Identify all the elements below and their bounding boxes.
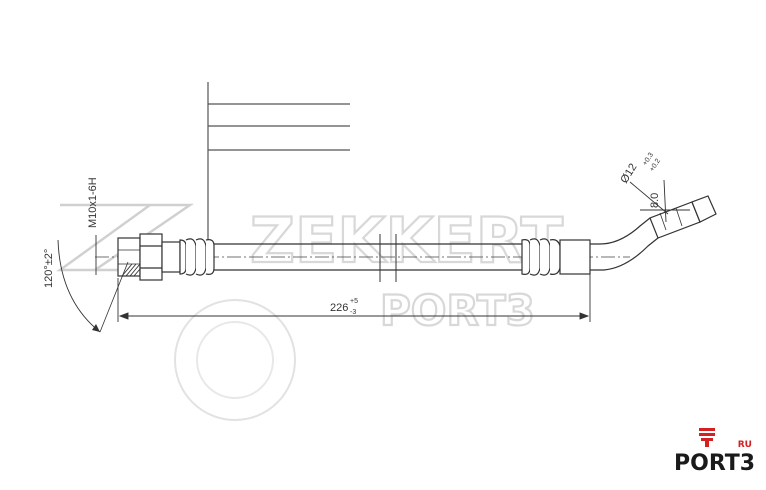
angle-arrow: [92, 324, 100, 332]
piston-icon: [699, 428, 715, 447]
top-reference-lines: [207, 82, 350, 255]
thread-label: M10x1-6H: [87, 177, 99, 228]
watermark-brand-line1: ZEKKERT: [250, 204, 563, 277]
length-tol-lower: -3: [350, 309, 356, 316]
logo-suffix: RU: [737, 440, 752, 450]
end-length-label: 8.0: [649, 193, 661, 208]
angle-leader: [99, 261, 129, 333]
watermark-brand-line2: PORT3: [380, 286, 535, 335]
angle-arc: [57, 239, 101, 333]
length-value: 226: [330, 302, 348, 314]
hose-body: [214, 234, 522, 282]
angle-label: 120°±2°: [43, 249, 55, 288]
right-fitting: [521, 195, 717, 276]
left-fitting: [117, 233, 215, 281]
port3-logo: RU PORT3: [674, 426, 756, 476]
logo-text: PORT3: [674, 451, 756, 476]
thread-hatch: [121, 263, 141, 277]
length-dimension: [117, 274, 591, 322]
watermark: ZEKKERT PORT3: [56, 203, 564, 421]
length-tol-upper: +5: [350, 298, 358, 305]
end-dimension-lines: [629, 179, 690, 223]
end-diameter-label: Ø12: [618, 162, 639, 186]
